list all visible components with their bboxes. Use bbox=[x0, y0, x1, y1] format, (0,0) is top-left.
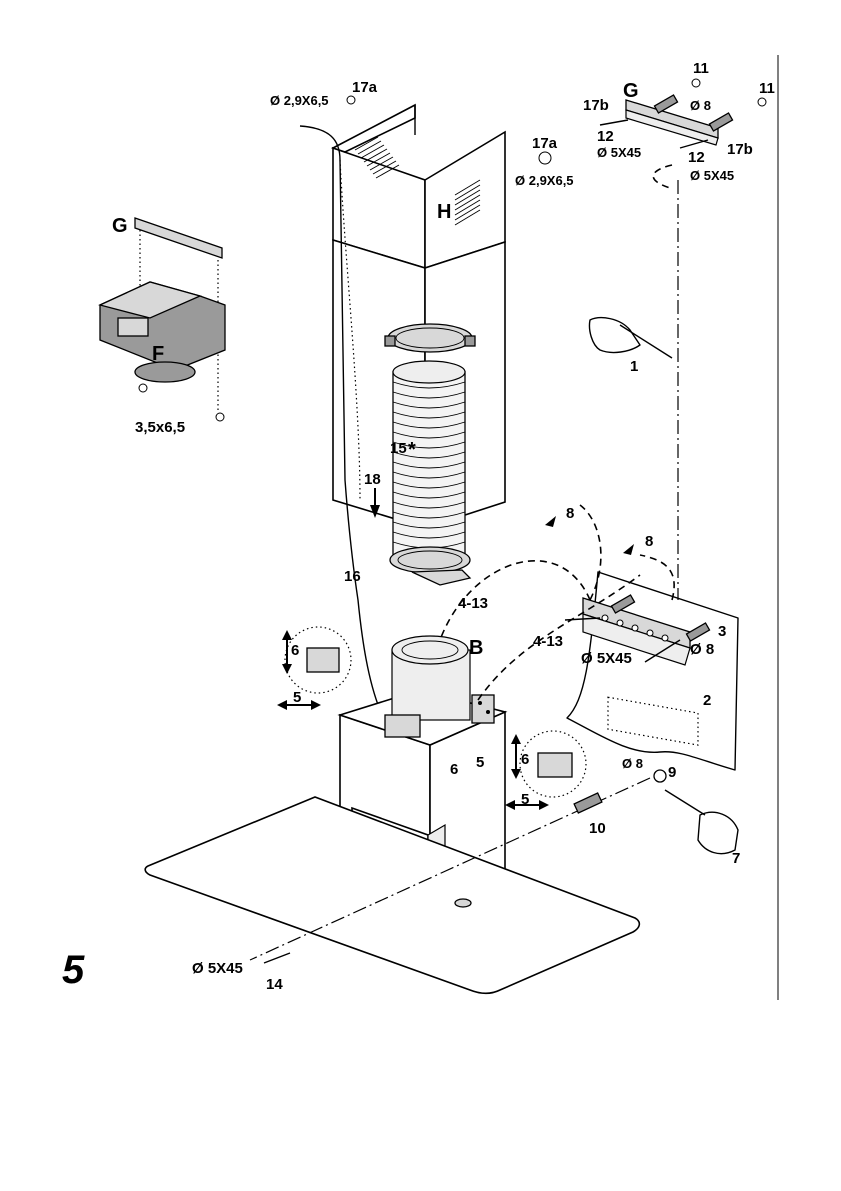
label-3: 3 bbox=[718, 623, 726, 640]
label-step-1: 1 bbox=[630, 358, 638, 375]
adjust-detail-right bbox=[505, 731, 586, 810]
label-17a-top: 17a bbox=[352, 79, 378, 96]
label-17b-right: 17b bbox=[727, 141, 753, 158]
label-15-mark: * bbox=[408, 439, 416, 461]
label-12-b: 12 bbox=[688, 149, 705, 166]
label-dia-8-bottom: Ø 8 bbox=[622, 756, 643, 771]
label-18: 18 bbox=[364, 471, 381, 488]
filter-assembly bbox=[100, 218, 225, 421]
label-5-right: 5 bbox=[521, 791, 529, 808]
label-12-a: 12 bbox=[597, 128, 614, 145]
label-6-center: 6 bbox=[450, 761, 458, 778]
label-2: 2 bbox=[703, 692, 711, 709]
label-11-b: 11 bbox=[759, 80, 775, 97]
label-bracket-g-left: G bbox=[112, 215, 128, 237]
label-17a-side: 17a bbox=[532, 135, 558, 152]
label-8-b: 8 bbox=[645, 533, 653, 550]
label-dia-5x45-bottom: Ø 5X45 bbox=[192, 960, 243, 977]
label-screw-top-size: Ø 2,9X6,5 bbox=[270, 93, 329, 108]
label-5-center: 5 bbox=[476, 754, 484, 771]
label-filter-screw-size: 3,5x6,5 bbox=[135, 419, 185, 436]
figure-number: 5 bbox=[62, 948, 85, 992]
label-10: 10 bbox=[589, 820, 606, 837]
label-chimney-h: H bbox=[437, 201, 451, 223]
pencil-hand-7 bbox=[665, 790, 738, 854]
label-filter-f: F bbox=[152, 343, 164, 365]
label-4-13-a: 4-13 bbox=[458, 595, 488, 612]
label-8-a: 8 bbox=[566, 505, 574, 522]
label-dia-8-wall: Ø 8 bbox=[690, 641, 714, 658]
adjust-detail-left bbox=[277, 627, 351, 710]
label-motor-b: B bbox=[469, 637, 483, 659]
arrow-8-b bbox=[640, 555, 674, 600]
label-dia-5x45-a: Ø 5X45 bbox=[597, 145, 641, 160]
label-14: 14 bbox=[266, 976, 283, 993]
label-dia-8-top: Ø 8 bbox=[690, 98, 711, 113]
screw-14 bbox=[264, 953, 290, 963]
label-dia-5x45-wall: Ø 5X45 bbox=[581, 650, 632, 667]
label-9: 9 bbox=[668, 764, 676, 781]
label-6-left: 6 bbox=[291, 642, 299, 659]
label-step-7: 7 bbox=[732, 850, 740, 867]
label-17b-left: 17b bbox=[583, 97, 609, 114]
label-16: 16 bbox=[344, 568, 361, 585]
label-4-13-b: 4-13 bbox=[533, 633, 563, 650]
label-15: 15 bbox=[390, 440, 407, 457]
pencil-hand-1 bbox=[589, 318, 672, 358]
wall-plug-10 bbox=[574, 793, 602, 813]
label-bracket-g-right: G bbox=[623, 80, 639, 102]
label-dia-5x45-b: Ø 5X45 bbox=[690, 168, 734, 183]
chimney-upper bbox=[333, 105, 505, 268]
label-11-a: 11 bbox=[693, 60, 709, 77]
label-5-left: 5 bbox=[293, 689, 301, 706]
wall-section bbox=[565, 572, 738, 770]
label-screw-side-size: Ø 2,9X6,5 bbox=[515, 173, 574, 188]
label-6-right: 6 bbox=[521, 751, 529, 768]
